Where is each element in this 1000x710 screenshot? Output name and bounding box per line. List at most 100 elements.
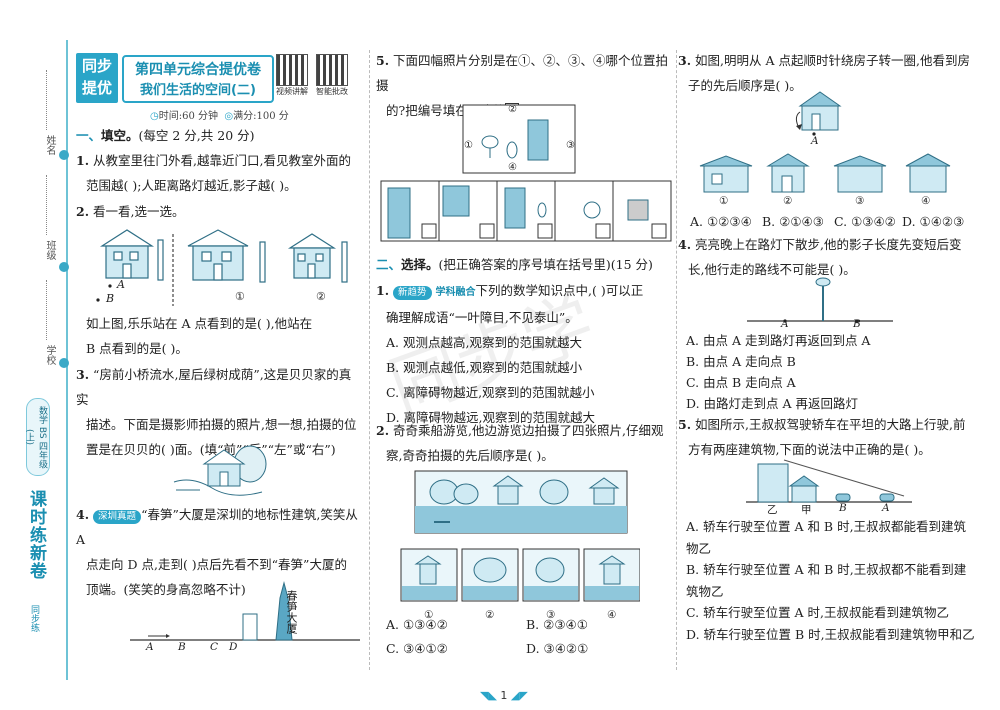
choice-3: 3. 如图,明明从 A 点起顺时针绕房子转一圈,他看到房 子的先后顺序是( )。: [678, 48, 978, 98]
q5-pos-2: ②: [508, 104, 517, 115]
c5-number: 5.: [678, 417, 692, 432]
q2-number: 2.: [76, 204, 90, 219]
choice-5: 5. 如图所示,王叔叔驾驶轿车在平坦的大路上行驶,前 方有两座建筑物,下面的说法…: [678, 412, 978, 462]
unit-title: 第四单元综合提优卷: [135, 62, 261, 78]
c2-photo-3: ③: [546, 609, 556, 621]
c5-option-b[interactable]: B. 轿车行驶至位置 A 和 B 时,王叔叔都不能看到建筑物乙: [686, 562, 967, 599]
binding-hole: [59, 150, 69, 160]
c2-photo-1: ①: [424, 609, 434, 621]
c4-option-a[interactable]: A. 由点 A 走到路灯再返回到点 A: [686, 333, 871, 348]
choice-4: 4. 亮亮晚上在路灯下散步,他的影子长度先变短后变 长,他行走的路线不可能是( …: [678, 232, 978, 282]
column-divider: [676, 50, 678, 670]
q4-tag: 深圳真题: [93, 510, 142, 524]
c5-label-a: A: [882, 502, 890, 514]
q4-point-a: A: [146, 641, 154, 653]
c1-line2: 确理解成语“一叶障目,不见泰山”。: [386, 310, 578, 325]
page-deco-left-icon: ◥◣: [480, 689, 497, 702]
school-label: 学校: [44, 345, 55, 365]
subject-label: 数学: [37, 405, 47, 424]
c3-number: 3.: [678, 53, 692, 68]
section2-title: 选择。: [401, 257, 439, 272]
q3-number: 3.: [76, 367, 90, 382]
q1-line1: 从教室里往门外看,越靠近门口,看见教室外面的: [93, 153, 351, 168]
edition-label: BS: [37, 426, 47, 439]
c5-line2: 方有两座建筑物,下面的说法中正确的是( )。: [688, 442, 931, 457]
q4-building-label: 春笋大厦: [285, 590, 298, 634]
c5-line1: 如图所示,王叔叔驾驶轿车在平坦的大路上行驶,前: [695, 417, 966, 432]
c3-house-1: ①: [719, 195, 729, 207]
c4-option-b[interactable]: B. 由点 A 走向点 B: [686, 354, 796, 369]
q3-house-photo: [173, 445, 267, 496]
c4-options: A. 由点 A 走到路灯再返回到点 A B. 由点 A 走向点 B C. 由点 …: [686, 330, 976, 414]
q5-pos-3: ③: [566, 140, 575, 151]
c1-option-c[interactable]: C. 离障碍物越近,观察到的范围就越小: [386, 385, 595, 400]
c4-option-d[interactable]: D. 由路灯走到点 A 再返回路灯: [686, 396, 858, 411]
c2-option-c[interactable]: C. ③④①②: [386, 641, 448, 656]
q2-label-2: ②: [316, 290, 326, 303]
qr-grading[interactable]: 智能批改: [316, 54, 348, 97]
c3-line2: 子的先后顺序是( )。: [688, 78, 802, 93]
c4-number: 4.: [678, 237, 692, 252]
q4-point-b: B: [178, 641, 186, 653]
qr-video-label: 视频讲解: [276, 87, 308, 96]
c5-label-yi: 乙: [767, 504, 778, 516]
q4-number: 4.: [76, 507, 90, 522]
c4-label-a: A: [781, 318, 789, 330]
choice-2: 2. 奇奇乘船游览,他边游览边拍摄了四张照片,仔细观 察,奇奇拍摄的先后顺序是(…: [376, 418, 671, 468]
section2-number: 二、: [376, 257, 402, 272]
c2-number: 2.: [376, 423, 390, 438]
c5-road-figure: [746, 459, 912, 503]
c5-label-b: B: [839, 502, 847, 514]
c5-option-d[interactable]: D. 轿车行驶至位置 B 时,王叔叔能看到建筑物甲和乙: [686, 626, 975, 642]
q4-line2: 点走向 D 点,走到( )点后先看不到“春笋”大厦的: [86, 557, 347, 572]
grade-badge: 数学 BS 四年级(上): [24, 398, 50, 476]
c5-option-a[interactable]: A. 轿车行驶至位置 A 和 B 时,王叔叔都能看到建筑物乙: [686, 519, 967, 556]
q2-label-1: ①: [235, 290, 245, 303]
q3-line1: “房前小桥流水,屋后绿树成荫”,这是贝贝家的真实: [76, 367, 352, 407]
qr-grading-label: 智能批改: [316, 87, 348, 96]
section2-note: (把正确答案的序号填在括号里)(15 分): [438, 257, 653, 272]
page-number-value: 1: [500, 689, 508, 702]
c4-option-c[interactable]: C. 由点 B 走向点 A: [686, 375, 796, 390]
page-deco-right-icon: ◢◤: [510, 689, 528, 702]
c3-house-views: [699, 153, 951, 193]
c3-house-3: ③: [855, 195, 865, 207]
point-b-mark: [96, 298, 100, 302]
q2-stem: 看一看,选一选。: [93, 204, 185, 219]
qr-video[interactable]: 视频讲解: [276, 54, 308, 97]
binding-sidebar: 姓名 班级 学校 数学 BS 四年级(上) 课时练新卷 同步练: [0, 0, 69, 710]
c1-option-b[interactable]: B. 观测点越低,观察到的范围就越小: [386, 360, 583, 375]
class-label: 班级: [44, 240, 55, 260]
c1-line1: 下列的数学知识点中,( )可以正: [475, 283, 644, 298]
q1-number: 1.: [76, 153, 90, 168]
c3-option-d[interactable]: D. ①④②③: [902, 214, 965, 229]
house-scene: [99, 229, 348, 306]
score-icon: ◎: [224, 111, 234, 122]
exam-meta: ◷时间:60 分钟 ◎满分:100 分: [150, 107, 289, 122]
badge-line2: 提优: [81, 79, 112, 97]
q2-line2: B 点看到的是( )。: [86, 341, 188, 356]
c2-line1: 奇奇乘船游览,他边游览边拍摄了四张照片,仔细观: [393, 423, 664, 438]
c5-option-c[interactable]: C. 轿车行驶至位置 A 时,王叔叔能看到建筑物乙: [686, 605, 950, 620]
q5-pos-4: ④: [508, 162, 517, 173]
name-line: [46, 70, 48, 130]
c1-option-a[interactable]: A. 观测点越高,观察到的范围就越大: [386, 335, 582, 350]
c1-option-d[interactable]: D. 离障碍物越远,观察到的范围就越大: [386, 410, 595, 425]
name-label: 姓名: [44, 135, 55, 155]
c3-label-a: A: [811, 135, 819, 147]
c4-line1: 亮亮晚上在路灯下散步,他的影子长度先变短后变: [695, 237, 962, 252]
q4-figure: [130, 581, 360, 641]
c5-options: A. 轿车行驶至位置 A 和 B 时,王叔叔都能看到建筑物乙 B. 轿车行驶至位…: [686, 516, 976, 645]
q5-line1: 下面四幅照片分别是在①、②、③、④哪个位置拍摄: [376, 53, 669, 93]
q5-scene-map: [462, 104, 576, 174]
section2-heading: 二、选择。(把正确答案的序号填在括号里)(15 分): [376, 252, 653, 277]
c2-option-d[interactable]: D. ③④②①: [526, 641, 589, 656]
binding-hole: [59, 358, 69, 368]
c3-option-c[interactable]: C. ①③④②: [834, 214, 896, 229]
c2-option-a[interactable]: A. ①③④②: [386, 617, 448, 632]
choice-1: 1. 新趋势 学科融合下列的数学知识点中,( )可以正 确理解成语“一叶障目,不…: [376, 278, 671, 430]
c3-option-b[interactable]: B. ②①④③: [762, 214, 824, 229]
c3-option-a[interactable]: A. ①②③④: [690, 214, 752, 229]
qr-code-icon: [316, 54, 348, 86]
c2-option-b[interactable]: B. ②③④①: [526, 617, 588, 632]
